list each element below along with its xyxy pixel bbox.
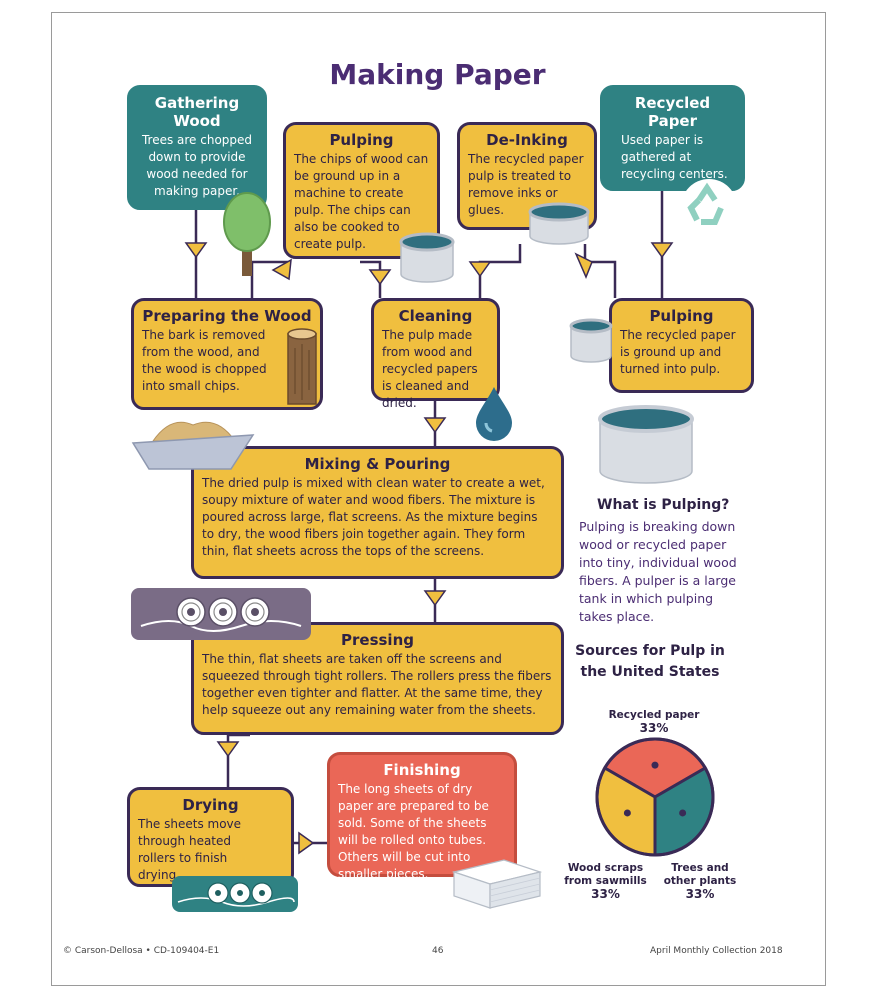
log-icon (287, 328, 317, 405)
step-title: Drying (182, 796, 239, 814)
pie-label-recycled-name: Recycled paper (608, 709, 700, 721)
paper-stack-icon (452, 859, 542, 909)
pie-label-trees: Trees and other plants 33% (660, 862, 740, 901)
pie-label-trees-value: 33% (685, 887, 715, 901)
pie-label-recycled-value: 33% (639, 721, 669, 735)
step-title: Cleaning (398, 307, 473, 325)
step-text: The recycled paper pulp is treated to re… (468, 152, 584, 217)
pie-label-wood-scraps: Wood scraps from sawmills 33% (558, 862, 653, 901)
step-title: Gathering Wood (154, 94, 240, 130)
step-mixing-pouring: Mixing & Pouring The dried pulp is mixed… (191, 446, 564, 579)
pie-label-wood-scraps-name: Wood scraps from sawmills (564, 862, 647, 887)
pie-label-recycled: Recycled paper 33% (604, 709, 704, 735)
recycle-icon (681, 179, 737, 235)
footer-page-number: 46 (432, 946, 444, 956)
step-deinking: De-Inking The recycled paper pulp is tre… (457, 122, 597, 230)
step-title: Pressing (341, 631, 414, 649)
step-text: The bark is removed from the wood, and t… (142, 328, 267, 393)
wood-chips-tray-icon (131, 421, 255, 470)
pulper-tank-large-icon (598, 405, 694, 484)
pulp-sources-pie-chart (595, 737, 715, 857)
step-cleaning: Cleaning The pulp made from wood and rec… (371, 298, 500, 410)
drying-rollers-icon (172, 876, 298, 912)
page-title: Making Paper (329, 58, 546, 91)
footer-copyright: © Carson-Dellosa • CD-109404-E1 (63, 946, 220, 956)
step-title: Pulping (649, 307, 714, 325)
footer-collection: April Monthly Collection 2018 (650, 946, 783, 956)
pie-slice-marker-0 (651, 761, 659, 769)
step-title: Finishing (383, 761, 461, 779)
step-text: The pulp made from wood and recycled pap… (382, 328, 478, 410)
step-text: Trees are chopped down to provide wood n… (141, 133, 253, 198)
sidebar-heading: What is Pulping? (597, 497, 730, 513)
pressing-rollers-icon (131, 588, 311, 640)
step-text: The chips of wood can be ground up in a … (294, 152, 429, 251)
pie-slice-marker-2 (623, 809, 631, 817)
small-pulper-icon (569, 318, 613, 363)
step-text: The dried pulp is mixed with clean water… (202, 476, 545, 558)
step-recycled-paper: Recycled Paper Used paper is gathered at… (600, 85, 745, 191)
step-title: De-Inking (486, 131, 568, 149)
pie-slice-marker-1 (679, 809, 687, 817)
step-drying: Drying The sheets move through heated ro… (127, 787, 294, 887)
step-text: Used paper is gathered at recycling cent… (621, 133, 728, 181)
step-text: The sheets move through heated rollers t… (138, 817, 242, 882)
sidebar-text: Pulping is breaking down wood or recycle… (579, 519, 737, 624)
pie-outline (595, 737, 715, 857)
step-gathering-wood: Gathering Wood Trees are chopped down to… (127, 85, 267, 210)
step-finishing: Finishing The long sheets of dry paper a… (327, 752, 517, 881)
step-title: Pulping (329, 131, 394, 149)
step-text: The recycled paper is ground up and turn… (620, 328, 736, 376)
step-pulping-recycled: Pulping The recycled paper is ground up … (609, 298, 754, 393)
chart-title: Sources for Pulp in the United States (575, 643, 725, 680)
deinking-tank-icon (528, 202, 590, 245)
pie-label-trees-name: Trees and other plants (663, 862, 737, 887)
step-title: Mixing & Pouring (304, 455, 451, 473)
step-title: Recycled Paper (634, 94, 711, 130)
tree-icon (223, 192, 271, 276)
step-pressing: Pressing The thin, flat sheets are taken… (191, 622, 564, 735)
step-title: Preparing the Wood (142, 307, 312, 325)
pulper-tank-icon (399, 232, 455, 283)
step-text: The thin, flat sheets are taken off the … (202, 652, 552, 717)
water-drop-icon (476, 387, 512, 441)
step-text: The long sheets of dry paper are prepare… (338, 782, 489, 881)
pie-label-wood-scraps-value: 33% (591, 887, 620, 901)
